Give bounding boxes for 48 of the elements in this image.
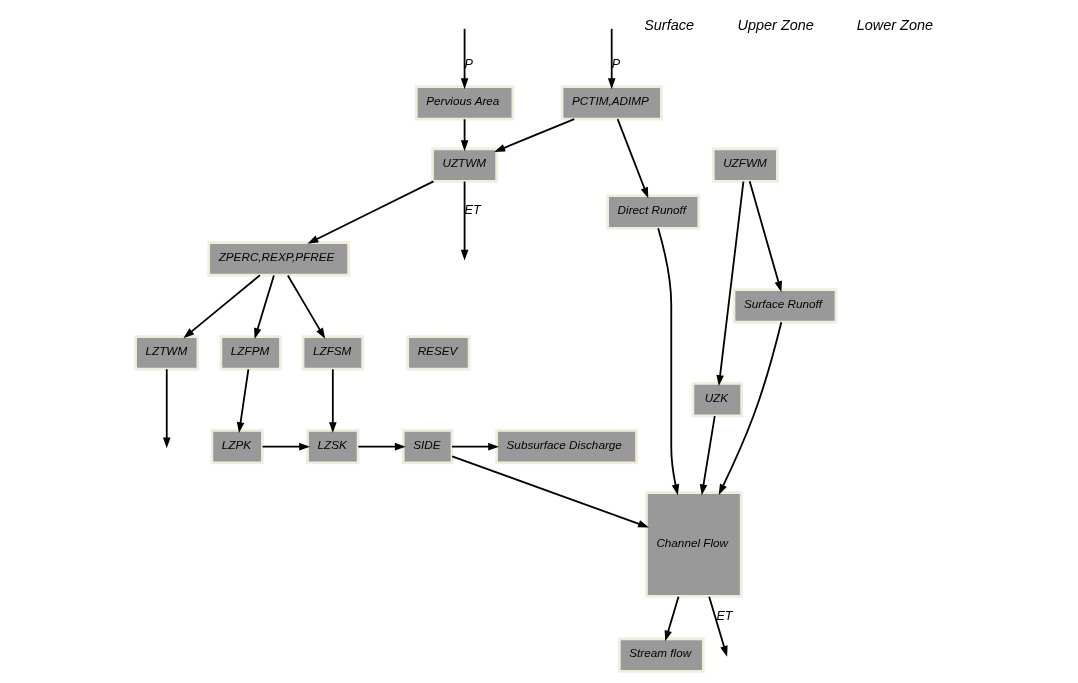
arrow	[616, 118, 648, 199]
arrow	[328, 368, 337, 434]
arrow	[261, 442, 310, 451]
arrow	[460, 118, 468, 152]
arrow	[460, 27, 468, 90]
node-box: ZPERC,REXP,PFREE	[206, 241, 350, 277]
label: Surface	[643, 17, 694, 34]
arrow	[356, 442, 406, 451]
node-box: Direct Runoff	[605, 194, 700, 230]
node-box: PCTIM,ADIMP	[560, 85, 663, 121]
edge-label: P	[464, 56, 473, 71]
arrow	[236, 368, 249, 434]
node-box: LZTWM	[133, 335, 199, 371]
node-box: RESEV	[405, 335, 470, 371]
node-box: LZFPM	[219, 335, 282, 371]
arrow	[718, 321, 782, 496]
arrow	[493, 118, 575, 152]
arrow	[748, 180, 782, 293]
arrow	[656, 227, 679, 496]
label: Lower Zone	[856, 17, 933, 34]
node-box: UZTWM	[430, 147, 498, 183]
arrow	[715, 180, 744, 386]
arrow	[450, 455, 649, 528]
arrow	[699, 415, 716, 496]
arrow	[607, 27, 615, 90]
node-box: LZPK	[210, 429, 264, 465]
node-box: Subsurface Discharge	[494, 429, 638, 465]
node-box: LZFSM	[301, 335, 364, 371]
node-box: Stream flow	[617, 637, 705, 673]
label: Upper Zone	[737, 17, 814, 34]
arrow	[707, 595, 728, 657]
arrow	[182, 274, 261, 339]
node-box: Pervious Area	[414, 85, 514, 121]
node-box: SIDE	[401, 429, 453, 465]
arrow	[253, 274, 275, 340]
node-box: LZSK	[305, 429, 359, 465]
edge-label: ET	[715, 609, 733, 624]
edge-label: ET	[464, 203, 481, 218]
arrow	[450, 442, 499, 451]
arrow	[306, 180, 434, 244]
arrow	[286, 274, 325, 339]
node-box: Channel Flow	[644, 491, 743, 598]
arrow	[460, 180, 468, 261]
node-box: UZFWM	[711, 147, 779, 183]
arrow	[162, 368, 171, 449]
node-box: Surface Runoff	[732, 288, 837, 324]
node-box: UZK	[691, 382, 743, 418]
arrow	[664, 595, 679, 642]
